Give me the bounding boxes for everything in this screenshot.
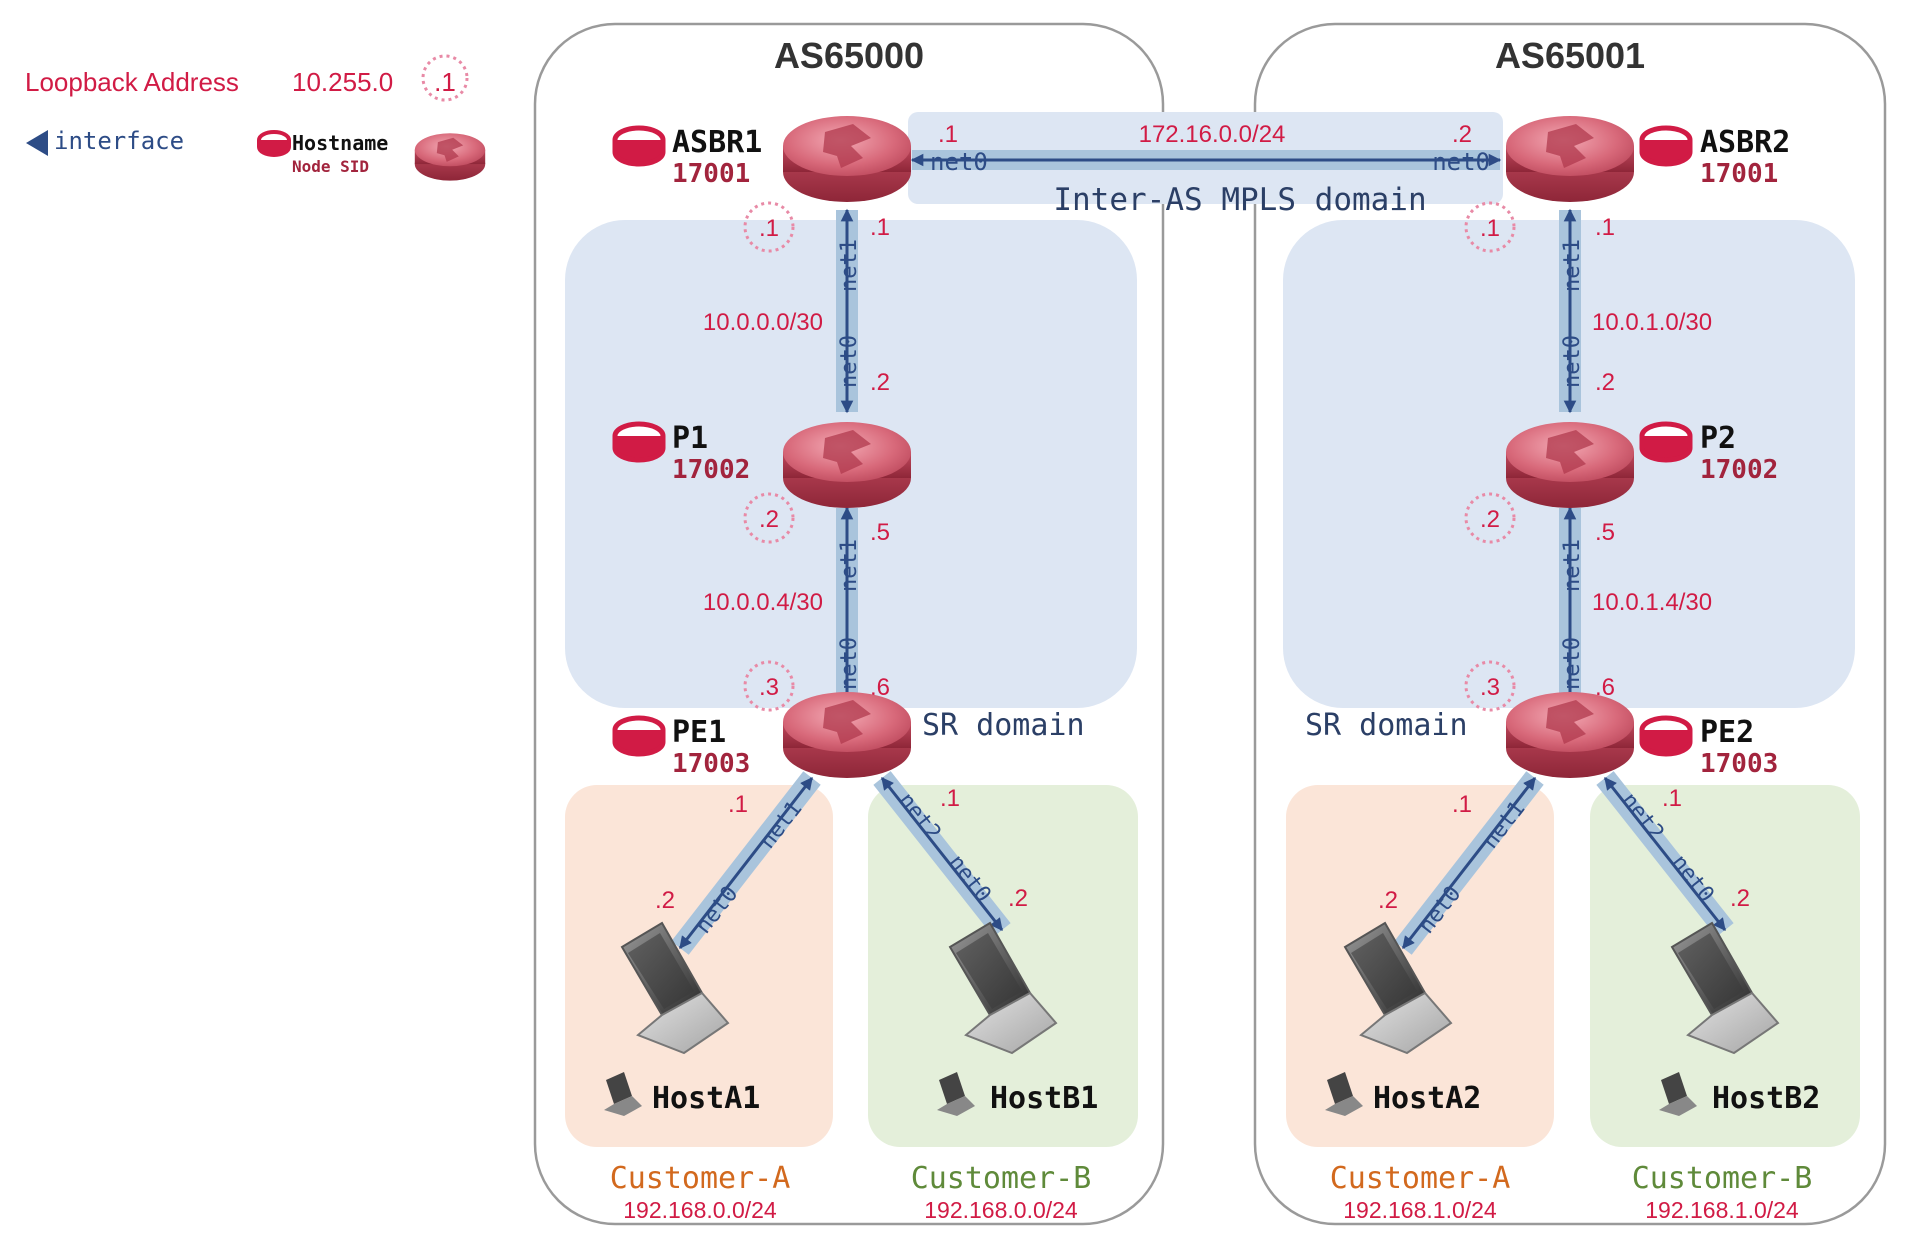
asbr2-name: ASBR2 bbox=[1700, 125, 1790, 160]
pe2-sid: 17003 bbox=[1700, 749, 1778, 779]
router-p2[interactable] bbox=[1506, 422, 1634, 508]
hostb1-name: HostB1 bbox=[990, 1081, 1098, 1116]
right-link1-top-ip: .1 bbox=[1595, 214, 1615, 241]
sr-domain-right-label: SR domain bbox=[1305, 708, 1468, 743]
hostb1-pe-ip: .1 bbox=[940, 785, 960, 812]
legend-hostname-label: Hostname bbox=[292, 131, 388, 155]
router-asbr1[interactable] bbox=[783, 116, 911, 202]
links bbox=[671, 150, 1734, 955]
customer-a-left-name: Customer-A bbox=[610, 1161, 791, 1196]
hostb2-name: HostB2 bbox=[1712, 1081, 1820, 1116]
right-link1-subnet: 10.0.1.0/30 bbox=[1592, 309, 1712, 336]
pe1-sid: 17003 bbox=[672, 749, 750, 779]
asbr1-name: ASBR1 bbox=[672, 125, 762, 160]
left-link2-subnet: 10.0.0.4/30 bbox=[703, 589, 823, 616]
left-link1-bottom-if: net0 bbox=[837, 335, 862, 388]
p2-sid: 17002 bbox=[1700, 455, 1778, 485]
legend-node-sid-label: Node SID bbox=[292, 157, 369, 176]
as65000-title: AS65000 bbox=[774, 35, 924, 76]
left-link1-subnet: 10.0.0.0/30 bbox=[703, 309, 823, 336]
legend-router-icon bbox=[414, 133, 486, 181]
hostb1-host-ip: .2 bbox=[1008, 885, 1028, 912]
customer-a-right-subnet: 192.168.1.0/24 bbox=[1343, 1197, 1497, 1223]
asbr1-inter-ip: .1 bbox=[938, 121, 958, 148]
left-link2-bottom-ip: .6 bbox=[870, 674, 890, 701]
inter-as-domain-label: Inter-AS MPLS domain bbox=[1053, 182, 1426, 218]
interface-arrow-icon bbox=[26, 130, 48, 156]
customer-a-right-name: Customer-A bbox=[1330, 1161, 1511, 1196]
right-link2-top-ip: .5 bbox=[1595, 519, 1615, 546]
p1-sid: 17002 bbox=[672, 455, 750, 485]
p2-loopback: .2 bbox=[1480, 506, 1500, 533]
hosta2-pe-ip: .1 bbox=[1452, 791, 1472, 818]
router-p1[interactable] bbox=[783, 422, 911, 508]
customer-b-right-name: Customer-B bbox=[1632, 1161, 1813, 1196]
pe1-loopback: .3 bbox=[759, 674, 779, 701]
hostb2-host-ip: .2 bbox=[1730, 885, 1750, 912]
p1-loopback: .2 bbox=[759, 506, 779, 533]
pe1-name: PE1 bbox=[672, 715, 726, 750]
inter-as-subnet: 172.16.0.0/24 bbox=[1139, 121, 1286, 148]
p2-name: P2 bbox=[1700, 421, 1736, 456]
hosta2-name: HostA2 bbox=[1373, 1081, 1481, 1116]
asbr2-loopback: .1 bbox=[1480, 215, 1500, 242]
router-asbr2[interactable] bbox=[1506, 116, 1634, 202]
asbr2-inter-if: net0 bbox=[1432, 148, 1490, 176]
router-pe1[interactable] bbox=[783, 692, 911, 778]
hosta1-pe-ip: .1 bbox=[728, 791, 748, 818]
sr-domain-left-label: SR domain bbox=[922, 708, 1085, 743]
left-link2-bottom-if: net0 bbox=[837, 637, 862, 690]
router-mini-icons bbox=[612, 125, 1693, 757]
hosta1-host-ip: .2 bbox=[655, 887, 675, 914]
loopback-markers bbox=[421, 54, 1516, 712]
hosta1-name: HostA1 bbox=[652, 1081, 760, 1116]
as65000-container bbox=[533, 22, 1165, 1226]
right-link1-top-if: net1 bbox=[1560, 239, 1585, 292]
as65001-container bbox=[1253, 22, 1887, 1226]
legend-loopback-suffix: .1 bbox=[434, 67, 456, 97]
left-link1-top-if: net1 bbox=[837, 239, 862, 292]
left-link2-top-ip: .5 bbox=[870, 519, 890, 546]
right-link1-bottom-ip: .2 bbox=[1595, 369, 1615, 396]
left-link1-top-ip: .1 bbox=[870, 214, 890, 241]
customer-b-left-name: Customer-B bbox=[911, 1161, 1092, 1196]
pe2-loopback: .3 bbox=[1480, 674, 1500, 701]
as65001-title: AS65001 bbox=[1495, 35, 1645, 76]
right-link2-top-if: net1 bbox=[1560, 539, 1585, 592]
customer-b-left-subnet: 192.168.0.0/24 bbox=[924, 1197, 1078, 1223]
router-pe2[interactable] bbox=[1506, 692, 1634, 778]
asbr1-sid: 17001 bbox=[672, 159, 750, 189]
legend-loopback-label: Loopback Address bbox=[25, 67, 239, 97]
customer-a-left-subnet: 192.168.0.0/24 bbox=[623, 1197, 777, 1223]
hosta2-host-ip: .2 bbox=[1378, 887, 1398, 914]
asbr1-inter-if: net0 bbox=[930, 148, 988, 176]
hostb2-pe-ip: .1 bbox=[1662, 785, 1682, 812]
customer-b-right-subnet: 192.168.1.0/24 bbox=[1645, 1197, 1799, 1223]
legend-loopback-prefix: 10.255.0 bbox=[292, 67, 393, 97]
legend: Loopback Address 10.255.0 .1 interface H… bbox=[25, 67, 486, 181]
asbr2-inter-ip: .2 bbox=[1452, 121, 1472, 148]
legend-router-mini-icon bbox=[257, 130, 291, 157]
right-link1-bottom-if: net0 bbox=[1560, 335, 1585, 388]
left-link1-bottom-ip: .2 bbox=[870, 369, 890, 396]
asbr2-sid: 17001 bbox=[1700, 159, 1778, 189]
right-link2-bottom-if: net0 bbox=[1560, 637, 1585, 690]
pe2-name: PE2 bbox=[1700, 715, 1754, 750]
right-link2-bottom-ip: .6 bbox=[1595, 674, 1615, 701]
legend-interface-label: interface bbox=[54, 127, 184, 155]
p1-name: P1 bbox=[672, 421, 708, 456]
right-link2-subnet: 10.0.1.4/30 bbox=[1592, 589, 1712, 616]
left-link2-top-if: net1 bbox=[837, 539, 862, 592]
asbr1-loopback: .1 bbox=[759, 215, 779, 242]
